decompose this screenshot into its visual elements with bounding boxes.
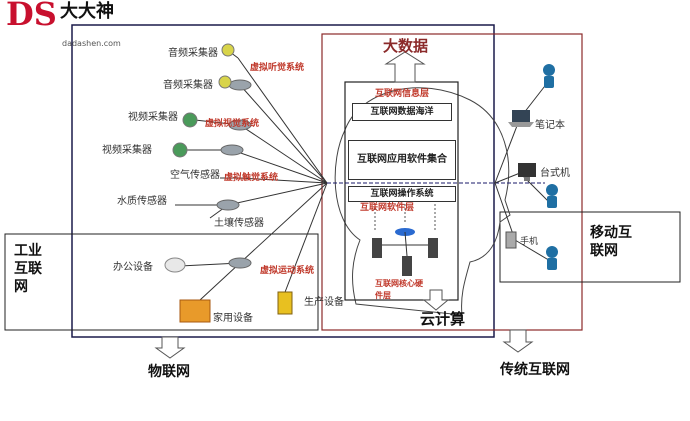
sensor-icons [164,43,293,323]
software-layer: 互联网软件层 [360,203,415,213]
label-laptop: 笔记本 [535,120,565,131]
label-air: 空气传感器 [170,170,220,181]
os: 互联网操作系统 [348,186,456,202]
cloud-frame [321,33,583,331]
info-layer: 互联网信息层 [375,89,430,99]
label-hearing: 虚拟听觉系统 [250,63,305,73]
logo-letters: DS [6,0,57,33]
logo-site: dadashen.com [62,39,121,48]
label-desktop: 台式机 [540,168,570,179]
arrow-up [384,51,426,83]
device-lines [494,81,553,263]
arrow-down-cloud [422,289,450,311]
label-soil: 土壤传感器 [214,218,264,229]
laptop-icon [508,110,534,127]
label-motion: 虚拟运动系统 [260,266,315,276]
core-dashes [374,200,436,230]
label-production: 生产设备 [304,297,344,308]
logo-cn: 大大神 [60,1,115,22]
desktop-icon [518,163,536,181]
label-audio2: 音频采集器 [163,80,213,91]
industrial-frame [4,233,319,331]
arrow-down-trad [502,329,534,353]
arrow-down-iot [154,336,186,359]
industrial-title: 工业互联网 [14,243,42,295]
data-ocean: 互联网数据海洋 [352,103,452,121]
mobile-title: 移动互联网 [590,225,632,259]
mobile-frame [499,211,681,283]
core-hw: 互联网核心硬件层 [375,279,423,300]
iot-title: 物联网 [148,364,190,380]
bigdata-title: 大数据 [383,37,429,55]
label-video2: 视频采集器 [102,145,152,156]
iot-frame [71,24,495,338]
phone-icon [505,231,517,249]
label-vision: 虚拟视觉系统 [205,119,260,129]
head-outline [334,87,511,316]
label-audio1: 音频采集器 [168,48,218,59]
app-software: 互联网应用软件集合 [348,140,456,180]
label-video1: 视频采集器 [128,112,178,123]
server-icons [372,228,438,276]
label-water: 水质传感器 [117,196,167,207]
label-touch: 虚拟触觉系统 [224,173,279,183]
traditional-title: 传统互联网 [500,362,570,378]
label-office: 办公设备 [113,262,153,273]
person-icons [543,64,558,270]
label-phone: 手机 [520,237,539,247]
hub-nodes [216,79,252,269]
cloud-title: 云计算 [420,310,466,328]
label-home: 家用设备 [213,313,253,324]
logo: DS 大大神 [6,0,114,30]
